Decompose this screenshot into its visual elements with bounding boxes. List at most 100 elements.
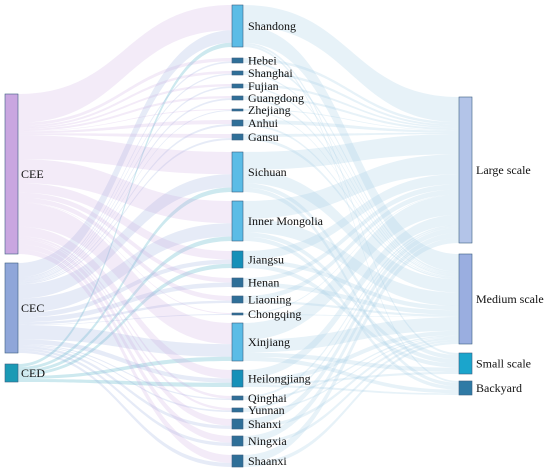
link-cec-to-heilongjiang	[18, 339, 232, 383]
link-heilongjiang-to-backyard	[243, 384, 459, 395]
link-ced-to-shandong	[18, 42, 232, 368]
node-cec	[4, 262, 19, 354]
node-backyard	[458, 380, 473, 396]
link-cee-to-hebei	[18, 58, 232, 126]
link-jiangsu-to-large-scale	[243, 174, 459, 260]
node-henan	[231, 277, 244, 288]
label-backyard: Backyard	[476, 381, 522, 395]
link-cec-to-liaoning	[18, 300, 232, 325]
label-fujian: Fujian	[248, 79, 279, 93]
link-ced-to-sichuan	[18, 187, 232, 370]
node-zhejiang	[231, 108, 244, 112]
label-gansu: Gansu	[248, 130, 279, 144]
link-shanghai-to-medium-scale	[243, 73, 459, 275]
node-ningxia	[231, 435, 244, 447]
link-chongqing-to-medium-scale	[243, 314, 459, 318]
link-sichuan-to-medium-scale	[243, 169, 459, 293]
node-gansu	[231, 133, 244, 141]
link-cee-to-qinghai	[18, 236, 232, 399]
label-shaanxi: Shaanxi	[248, 454, 287, 468]
link-cec-to-sichuan	[18, 174, 232, 299]
link-cee-to-inner-mongolia	[18, 159, 232, 224]
link-cee-to-xinjiang	[18, 202, 232, 345]
label-guangdong: Guangdong	[248, 91, 304, 105]
node-yunnan	[231, 407, 244, 413]
link-cee-to-ningxia	[18, 244, 232, 443]
link-shanghai-to-large-scale	[243, 71, 459, 127]
node-sichuan	[231, 151, 244, 193]
link-qinghai-to-large-scale	[243, 224, 459, 398]
link-ced-to-xinjiang	[18, 356, 232, 379]
label-ningxia: Ningxia	[248, 434, 287, 448]
link-cec-to-yunnan	[18, 344, 232, 412]
label-small-scale: Small scale	[476, 357, 531, 371]
link-shandong-to-backyard	[243, 44, 459, 383]
link-jiangsu-to-medium-scale	[243, 259, 459, 311]
label-heilongjiang: Heilongjiang	[248, 372, 311, 386]
link-anhui-to-medium-scale	[243, 124, 459, 278]
label-liaoning: Liaoning	[248, 293, 291, 307]
node-medium-scale	[458, 253, 473, 345]
link-xinjiang-to-backyard	[243, 356, 459, 394]
link-cee-to-guangdong	[18, 96, 232, 131]
link-cec-to-fujian	[18, 86, 232, 281]
link-ced-to-jiangsu	[18, 263, 232, 376]
link-gansu-to-large-scale	[243, 132, 459, 137]
node-shandong	[231, 4, 244, 48]
link-shanxi-to-large-scale	[243, 227, 459, 426]
link-cee-to-anhui	[18, 120, 232, 134]
link-zhejiang-to-large-scale	[243, 109, 459, 131]
link-cec-to-jiangsu	[18, 259, 232, 318]
link-cee-to-zhejiang	[18, 109, 232, 132]
label-hebei: Hebei	[248, 54, 277, 68]
link-liaoning-to-medium-scale	[243, 300, 459, 317]
link-cec-to-shaanxi	[18, 350, 232, 467]
node-qinghai	[231, 395, 244, 401]
node-xinjiang	[231, 322, 244, 362]
link-cec-to-ningxia	[18, 348, 232, 446]
node-large-scale	[458, 96, 473, 244]
link-hebei-to-large-scale	[243, 58, 459, 125]
link-fujian-to-large-scale	[243, 84, 459, 129]
label-zhejiang: Zhejiang	[248, 103, 291, 117]
link-jiangsu-to-small-scale	[243, 263, 459, 368]
link-anhui-to-large-scale	[243, 120, 459, 133]
link-liaoning-to-large-scale	[243, 189, 459, 301]
node-inner-mongolia	[231, 200, 244, 242]
link-ced-to-heilongjiang	[18, 379, 232, 387]
link-chongqing-to-large-scale	[243, 194, 459, 314]
node-ced	[4, 363, 19, 383]
node-cee	[4, 93, 19, 255]
link-shandong-to-medium-scale	[243, 26, 459, 272]
link-cec-to-anhui	[18, 124, 232, 284]
link-fujian-to-medium-scale	[243, 86, 459, 276]
link-cee-to-liaoning	[18, 197, 232, 301]
link-cec-to-inner-mongolia	[18, 223, 232, 313]
link-shandong-to-small-scale	[243, 42, 459, 356]
link-sichuan-to-large-scale	[243, 134, 459, 170]
label-sichuan: Sichuan	[248, 165, 287, 179]
link-shandong-to-large-scale	[243, 5, 459, 123]
link-cee-to-shandong	[18, 5, 232, 123]
link-zhejiang-to-medium-scale	[243, 110, 459, 278]
link-yunnan-to-large-scale	[243, 226, 459, 411]
label-shanxi: Shanxi	[248, 417, 282, 431]
link-xinjiang-to-small-scale	[243, 352, 459, 372]
node-shanxi	[231, 418, 244, 430]
link-xinjiang-to-medium-scale	[243, 317, 459, 353]
node-shanghai	[231, 70, 244, 76]
label-shandong: Shandong	[248, 19, 296, 33]
node-chongqing	[231, 312, 244, 316]
link-cee-to-gansu	[18, 133, 232, 138]
link-cee-to-henan	[18, 192, 232, 283]
link-gansu-to-medium-scale	[243, 137, 459, 280]
link-henan-to-medium-scale	[243, 282, 459, 315]
link-cec-to-chongqing	[18, 314, 232, 326]
label-chongqing: Chongqing	[248, 307, 301, 321]
link-cec-to-gansu	[18, 138, 232, 285]
link-cec-to-zhejiang	[18, 110, 232, 283]
link-inner-mongolia-to-small-scale	[243, 232, 459, 364]
link-cee-to-heilongjiang	[18, 226, 232, 379]
link-shanxi-to-medium-scale	[243, 337, 459, 429]
sankey-links	[18, 5, 459, 467]
